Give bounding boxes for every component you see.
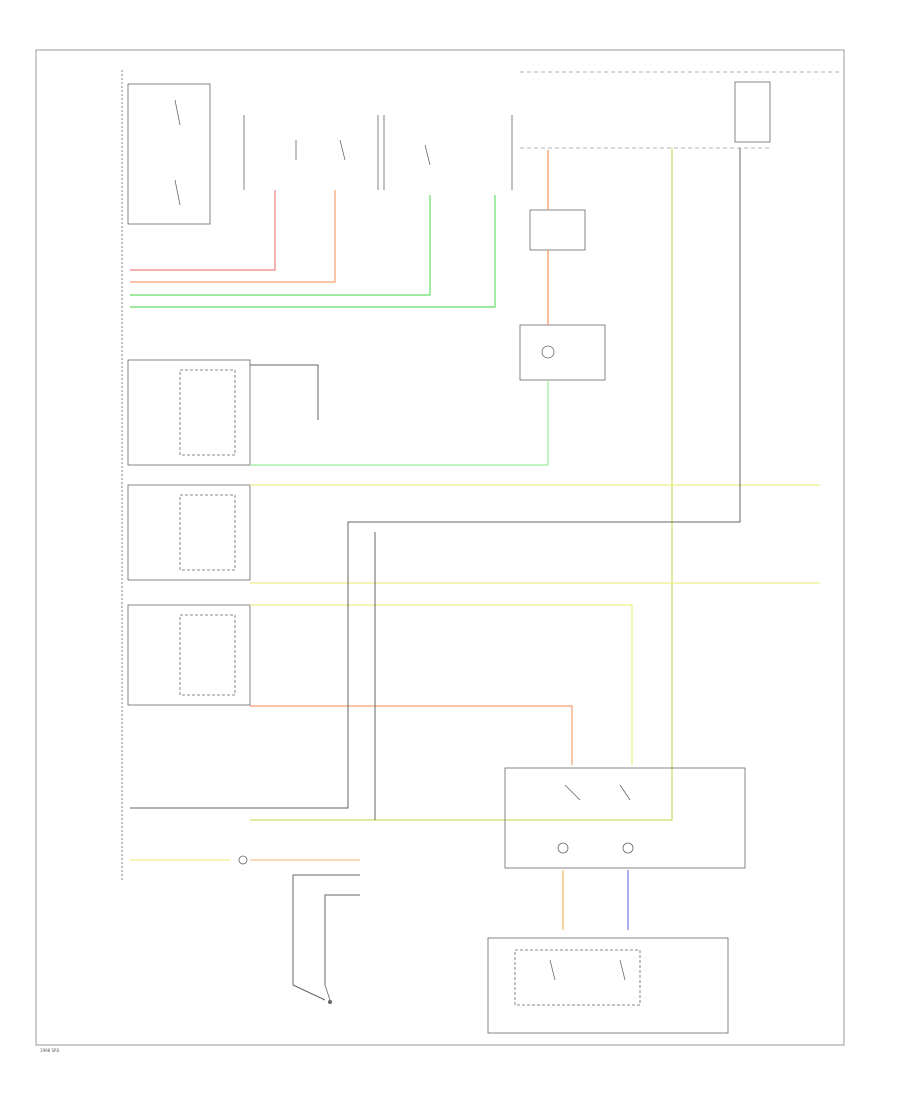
diagram-frame: [35, 49, 845, 1046]
resistor-unit: [529, 209, 586, 251]
wire-yellowgreen-fuse: [250, 148, 673, 821]
wire-light-green: [250, 380, 549, 466]
wire-gray-5: [324, 894, 360, 985]
fuse-block: [520, 71, 840, 149]
wire-green-2: [130, 195, 496, 308]
driver-airbag-module: [487, 937, 729, 1034]
squib-section-1: [127, 359, 251, 466]
clock-spring: [504, 767, 746, 869]
wire-red: [130, 190, 276, 271]
wire-gray-1: [130, 148, 741, 809]
wire-gray-4: [292, 874, 360, 1001]
wire-orange-top: [130, 190, 336, 283]
footer-code: 1998 SRS: [40, 1048, 60, 1053]
impact-sensor-center-right: [383, 115, 513, 190]
indicator-lamp: [519, 324, 606, 381]
impact-sensor-center-left: [243, 115, 379, 190]
front-impact-sensor-left: [127, 83, 211, 225]
wire-gray-2: [250, 364, 319, 420]
wire-orange-lower: [250, 705, 573, 765]
wire-green-1: [130, 195, 431, 296]
srs-control-module: [121, 70, 251, 880]
squib-section-3: [127, 604, 251, 706]
squib-section-2: [127, 484, 251, 581]
wire-yellow-3: [250, 604, 633, 765]
ground-symbol: [324, 984, 332, 1004]
passenger-airbag-connector: [238, 855, 248, 865]
